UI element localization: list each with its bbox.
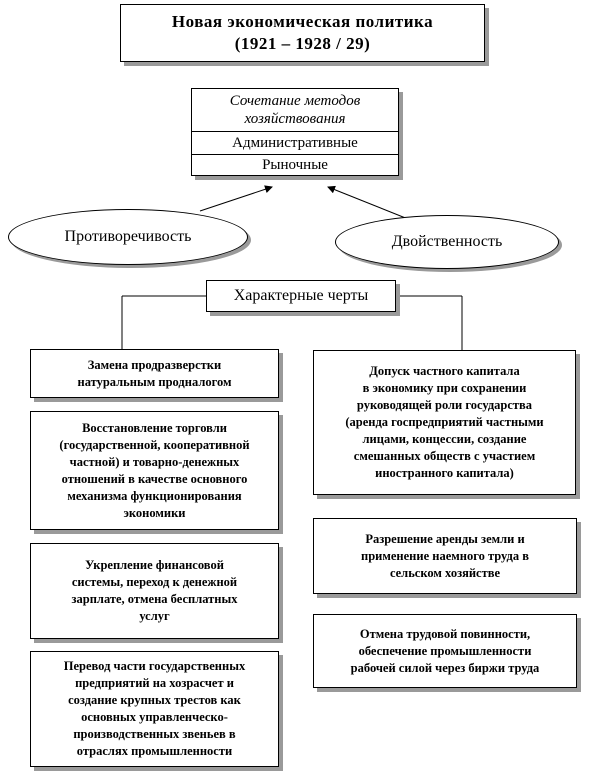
left-feature-4: Перевод части государственных предприяти… — [30, 651, 279, 767]
methods-header-line-1: Сочетание методов — [229, 93, 361, 109]
feature-line: (государственной, кооперативной — [59, 437, 250, 452]
left-feature-1: Замена продразверстки натуральным продна… — [30, 349, 279, 398]
feature-line: руководящей роли государства — [356, 398, 533, 412]
feature-line: смешанных обществ с участием — [353, 449, 536, 463]
feature-line: отношений в качестве основного — [61, 471, 248, 486]
feature-line: экономики — [123, 505, 186, 520]
feature-line: механизма функционирования — [67, 488, 242, 503]
right-feature-3: Отмена трудовой повинности, обеспечение … — [313, 614, 577, 688]
left-feature-2: Восстановление торговли (государственной… — [30, 411, 279, 530]
feature-line: основных управленческо- — [81, 710, 228, 724]
feature-line: Замена продразверстки — [87, 357, 222, 372]
feature-line: Укрепление финансовой — [85, 558, 224, 572]
feature-line: натуральным продналогом — [77, 374, 232, 389]
arrow-contradiction-to-methods — [199, 185, 273, 212]
methods-header: Сочетание методов хозяйствования — [192, 89, 398, 131]
trait-duality: Двойственность — [335, 215, 559, 269]
methods-table: Сочетание методов хозяйствования Админис… — [191, 88, 399, 176]
right-feature-1: Допуск частного капитала в экономику при… — [313, 350, 576, 495]
feature-line: рабочей силой через биржи труда — [350, 660, 540, 675]
feature-line: отраслях промышленности — [76, 744, 233, 758]
methods-header-line-2: хозяйствования — [244, 111, 346, 127]
feature-line: сельском хозяйстве — [389, 565, 501, 580]
feature-line: в экономику при сохранении — [362, 381, 527, 395]
trait-contradiction: Противоречивость — [8, 209, 248, 265]
feature-line: применение наемного труда в — [361, 548, 529, 563]
methods-administrative: Административные — [192, 131, 398, 154]
feature-line: зарплате, отмена бесплатных — [71, 592, 238, 606]
feature-line: услуг — [139, 609, 170, 623]
left-feature-3: Укрепление финансовой системы, переход к… — [30, 543, 279, 639]
feature-line: иностранного капитала) — [375, 466, 514, 480]
feature-line: производственных звеньев в — [73, 727, 236, 741]
feature-line: частной) и товарно-денежных — [69, 454, 240, 469]
feature-line: Отмена трудовой повинности, — [359, 626, 531, 641]
title-line-1: Новая экономическая политика — [171, 12, 434, 31]
feature-line: Перевод части государственных — [63, 659, 246, 673]
right-feature-2: Разрешение аренды земли и применение нае… — [313, 518, 577, 594]
feature-line: Допуск частного капитала — [369, 364, 520, 378]
feature-line: лицами, концессии, создание — [362, 432, 527, 446]
title-line-2: (1921 – 1928 / 29) — [234, 34, 371, 53]
feature-line: создание крупных трестов как — [68, 693, 241, 707]
feature-line: предприятий на хозрасчет и — [75, 676, 234, 690]
features-header: Характерные черты — [206, 280, 396, 312]
feature-line: Разрешение аренды земли и — [365, 531, 525, 546]
diagram-title: Новая экономическая политика (1921 – 192… — [120, 4, 485, 62]
methods-market: Рыночные — [192, 154, 398, 175]
feature-line: (аренда госпредприятий частными — [345, 415, 544, 429]
feature-line: системы, переход к денежной — [71, 575, 238, 589]
feature-line: Восстановление торговли — [82, 420, 227, 435]
feature-line: обеспечение промышленности — [358, 643, 532, 658]
arrow-duality-to-methods — [327, 185, 409, 220]
